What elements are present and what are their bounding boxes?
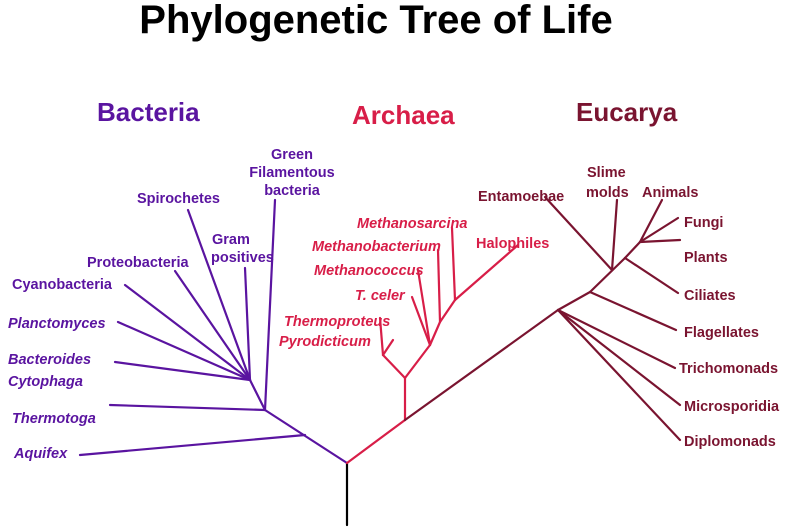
domain-label-eucarya: Eucarya: [576, 97, 678, 127]
eucarya-stem: [403, 308, 560, 422]
taxon-fungi: Fungi: [684, 215, 723, 231]
taxon-methanococcus: Methanococcus: [314, 263, 424, 279]
taxon-cytophaga: Cytophaga: [8, 374, 83, 390]
tree-branches: [78, 195, 682, 527]
taxon-trichomonads: Trichomonads: [679, 361, 778, 377]
branch-methanococcus: [416, 268, 432, 347]
archaea-right-stem: [403, 343, 432, 380]
taxon-green-filamentous-line2: Filamentous: [249, 165, 334, 181]
branch-methanobacterium: [436, 248, 442, 324]
bacteria-stem: [263, 408, 349, 465]
branch-diplomonads: [556, 308, 682, 442]
branch-thermotoga: [108, 403, 267, 412]
eucarya-crown-stem: [588, 256, 627, 294]
branch-green-filamentous: [263, 198, 277, 412]
archaea-left-fork: [381, 353, 407, 380]
branch-proteobacteria: [173, 269, 252, 382]
branch-halophiles: [453, 243, 520, 302]
domain-label-bacteria: Bacteria: [97, 97, 200, 127]
taxon-thermotoga: Thermotoga: [12, 411, 96, 427]
eucarya-upper-stem: [556, 290, 592, 312]
branch-entamoebae: [543, 195, 614, 272]
branch-bacteroides: [113, 360, 252, 382]
taxon-t-celer: T. celer: [355, 288, 406, 304]
taxon-planctomyces: Planctomyces: [8, 316, 106, 332]
branch-trichomonads: [556, 308, 677, 370]
archaea-upper-stem: [438, 298, 457, 324]
taxon-plants: Plants: [684, 250, 728, 266]
eucarya-crown-inner: [623, 240, 642, 260]
taxon-gram-positives-line2: positives: [211, 250, 274, 266]
taxon-pyrodicticum: Pyrodicticum: [279, 334, 371, 350]
branch-animals: [638, 198, 664, 244]
taxon-diplomonads: Diplomonads: [684, 434, 776, 450]
archaea-stem: [345, 418, 407, 465]
domain-label-archaea: Archaea: [352, 100, 455, 130]
branch-slime-molds: [610, 198, 619, 272]
taxon-aquifex: Aquifex: [13, 446, 68, 462]
taxon-animals: Animals: [642, 185, 698, 201]
branch-t-celer: [410, 295, 432, 347]
branch-methanosarcina: [450, 226, 457, 302]
branch-spirochetes: [186, 208, 252, 382]
branch-gram-positives: [243, 266, 252, 382]
branch-planctomyces: [116, 320, 252, 382]
bacteria-inner-stem: [248, 378, 267, 412]
taxon-methanosarcina: Methanosarcina: [357, 216, 467, 232]
taxon-cyanobacteria: Cyanobacteria: [12, 277, 113, 293]
taxon-entamoebae: Entamoebae: [478, 189, 564, 205]
taxon-microsporidia: Microsporidia: [684, 399, 780, 415]
branch-cyanobacteria: [123, 283, 252, 382]
diagram-title: Phylogenetic Tree of Life: [139, 0, 612, 42]
branch-pyrodicticum: [381, 338, 395, 357]
taxon-halophiles: Halophiles: [476, 236, 549, 252]
taxon-proteobacteria: Proteobacteria: [87, 255, 189, 271]
taxon-green-filamentous-line3: bacteria: [264, 183, 321, 199]
archaea-meth-stem: [428, 320, 442, 347]
taxon-spirochetes: Spirochetes: [137, 191, 220, 207]
taxon-green-filamentous-line1: Green: [271, 147, 313, 163]
branch-plants: [638, 238, 682, 244]
taxon-slime-molds-line2: molds: [586, 185, 629, 201]
taxon-methanobacterium: Methanobacterium: [312, 239, 441, 255]
branch-aquifex: [78, 433, 307, 457]
taxon-bacteroides: Bacteroides: [8, 352, 91, 368]
taxon-ciliates: Ciliates: [684, 288, 736, 304]
branch-flagellates: [588, 290, 678, 332]
branch-thermoproteus: [378, 316, 385, 357]
branch-fungi: [638, 216, 680, 244]
taxon-gram-positives-line1: Gram: [212, 232, 250, 248]
taxon-slime-molds-line1: Slime: [587, 165, 626, 181]
branch-ciliates: [623, 256, 680, 295]
taxon-flagellates: Flagellates: [684, 325, 759, 341]
branch-microsporidia: [556, 308, 682, 407]
taxon-thermoproteus: Thermoproteus: [284, 314, 390, 330]
